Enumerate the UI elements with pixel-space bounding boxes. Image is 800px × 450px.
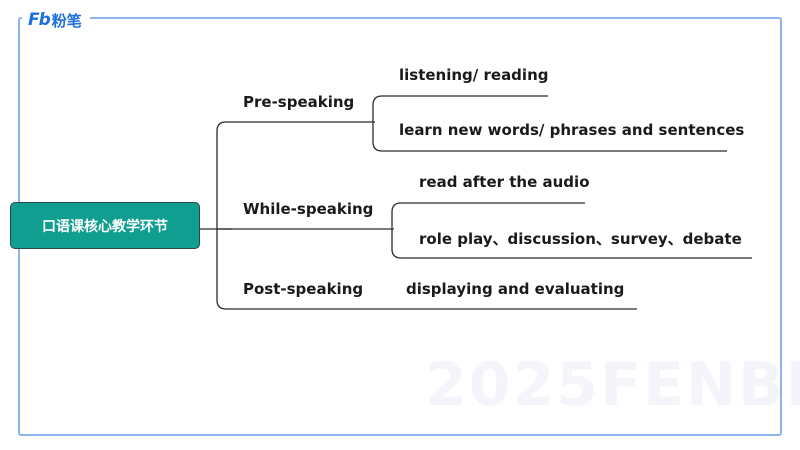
pre-sub-bracket (372, 95, 727, 152)
while-sub-bracket (391, 202, 752, 259)
detail-pre-2: learn new words/ phrases and sentences (399, 121, 745, 139)
detail-pre-1: listening/ reading (399, 66, 549, 84)
detail-while-2: role play、discussion、survey、debate (419, 230, 742, 248)
logo-text: 粉笔 (51, 11, 82, 30)
detail-while-1: read after the audio (419, 173, 590, 191)
root-node: 口语课核心教学环节 (10, 202, 200, 249)
stage-label-pre: Pre-speaking (243, 93, 355, 111)
stage-label-while: While-speaking (243, 200, 374, 218)
stage-label-post: Post-speaking (243, 280, 364, 298)
logo-mark-icon: Fb (28, 10, 51, 30)
watermark: 2025FENBI (425, 350, 800, 420)
main-trunk (216, 121, 637, 310)
detail-post-1: displaying and evaluating (406, 280, 625, 298)
brand-logo: Fb 粉笔 (22, 8, 90, 32)
